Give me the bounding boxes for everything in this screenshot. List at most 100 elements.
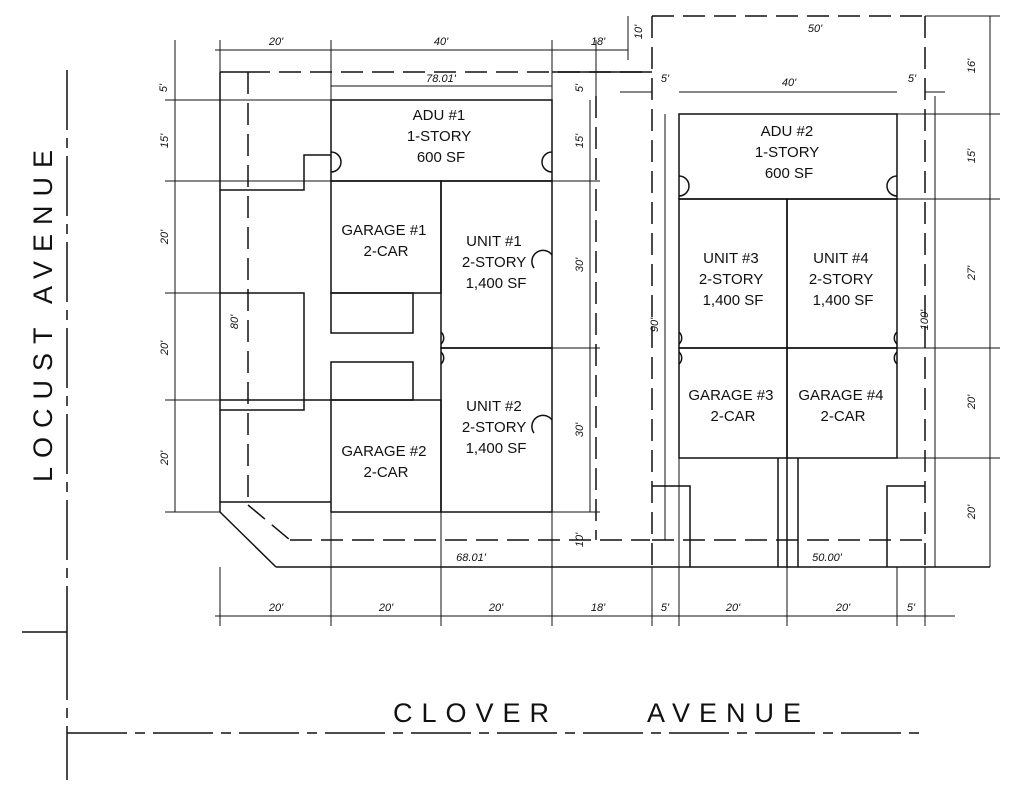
dim-top-10: 10': [633, 24, 645, 39]
adu2-line-3: 600 SF: [765, 165, 813, 182]
adu1-line-3: 600 SF: [417, 149, 465, 166]
dim-mid-15: 15': [574, 133, 586, 148]
unit4-line-1: UNIT #4: [813, 250, 869, 267]
garage4-label: GARAGE #4 2-CAR: [798, 387, 887, 425]
unit2-line-1: UNIT #2: [466, 398, 522, 415]
dim-bottom-5b: 5': [907, 602, 916, 614]
unit-entry-swing: [440, 331, 445, 365]
dim-right-16: 16': [966, 58, 978, 73]
garage3-line-2: 2-CAR: [710, 408, 755, 425]
adu2-line-2: 1-STORY: [755, 144, 819, 161]
adu1-label: ADU #1 1-STORY 600 SF: [407, 107, 475, 166]
unit4-label: UNIT #4 2-STORY 1,400 SF: [809, 250, 877, 309]
dim-lot1-width: 78.01': [426, 73, 457, 85]
dim-mid-30b: 30': [574, 422, 586, 437]
adu1-line-1: ADU #1: [413, 107, 466, 124]
dim-mid-5a: 5': [574, 83, 586, 92]
avenue-label: AVENUE: [647, 698, 810, 728]
dim-bottom-20d: 20': [725, 602, 741, 614]
unit2-line-3: 1,400 SF: [466, 440, 527, 457]
unit1-line-3: 1,400 SF: [466, 275, 527, 292]
adu1-door-swing-right: [541, 151, 553, 173]
dim-lot2-bottom: 50.00': [812, 552, 843, 564]
lot-2-buildings: [652, 113, 925, 567]
dim-top-50: 50': [808, 23, 823, 35]
dim-lot2-inner: 40': [782, 77, 797, 89]
locust-avenue-label: LOCUST AVENUE: [28, 141, 58, 482]
unit2-label: UNIT #2 2-STORY 1,400 SF: [462, 398, 530, 457]
curb-chamfer: [219, 511, 277, 568]
dim-right-20a: 20': [966, 394, 978, 410]
dim-top-40: 40': [434, 36, 449, 48]
dim-mid-10: 10': [574, 532, 586, 547]
lot-1-property-line: [247, 71, 650, 541]
unit4-line-2: 2-STORY: [809, 271, 873, 288]
garage2-stair: [330, 361, 414, 401]
dim-left-15: 15': [159, 133, 171, 148]
adu2-line-1: ADU #2: [761, 123, 814, 140]
dim-top-18: 18': [591, 36, 606, 48]
garage3-line-1: GARAGE #3: [688, 387, 773, 404]
unit3-door-swing: [678, 331, 683, 365]
dim-bottom-18: 18': [591, 602, 606, 614]
dim-bottom-20b: 20': [378, 602, 394, 614]
dim-right-27: 27': [966, 265, 978, 281]
dim-bottom-20a: 20': [268, 602, 284, 614]
unit3-line-1: UNIT #3: [703, 250, 759, 267]
dim-mid-30a: 30': [574, 257, 586, 272]
garage1-stair: [330, 292, 414, 334]
garage-walkway: [220, 154, 331, 411]
garage3-label: GARAGE #3 2-CAR: [688, 387, 777, 425]
unit2-outline: [440, 347, 553, 513]
garage2-line-1: GARAGE #2: [341, 443, 426, 460]
unit4-line-3: 1,400 SF: [813, 292, 874, 309]
dim-top-20: 20': [268, 36, 284, 48]
lot-1-buildings: [220, 99, 553, 513]
adu1-line-2: 1-STORY: [407, 128, 471, 145]
room-labels: ADU #1 1-STORY 600 SF GARAGE #1 2-CAR UN…: [341, 107, 887, 481]
unit1-door-swing: [531, 249, 553, 269]
garage1-line-1: GARAGE #1: [341, 222, 426, 239]
dim-bottom-20c: 20': [488, 602, 504, 614]
street-centerlines: [22, 70, 925, 780]
unit3-label: UNIT #3 2-STORY 1,400 SF: [699, 250, 767, 309]
unit2-line-2: 2-STORY: [462, 419, 526, 436]
unit1-line-2: 2-STORY: [462, 254, 526, 271]
dim-mid-5c: 5': [908, 73, 917, 85]
unit4-door-swing: [893, 331, 898, 365]
adu1-door-swing-left: [330, 151, 342, 173]
garage4-outline: [786, 347, 898, 459]
dim-bottom-5a: 5': [661, 602, 670, 614]
dimension-labels: 20' 40' 18' 10' 50' 16' 78.01' 40' 5' 5'…: [158, 23, 978, 614]
dim-mid-5b: 5': [661, 73, 670, 85]
dim-right-100: 100': [919, 309, 931, 330]
dim-right-20b: 20': [966, 504, 978, 520]
garage1-label: GARAGE #1 2-CAR: [341, 222, 430, 260]
unit1-line-1: UNIT #1: [466, 233, 522, 250]
clover-label: CLOVER: [393, 698, 558, 728]
unit3-line-3: 1,400 SF: [703, 292, 764, 309]
unit3-line-2: 2-STORY: [699, 271, 763, 288]
curb-line: [219, 71, 990, 568]
adu2-door-swing-right: [886, 175, 898, 197]
dim-right-15: 15': [966, 148, 978, 163]
dimension-lines: [165, 15, 1000, 626]
unit1-label: UNIT #1 2-STORY 1,400 SF: [462, 233, 530, 292]
garage4-line-2: 2-CAR: [820, 408, 865, 425]
garage4-line-1: GARAGE #4: [798, 387, 883, 404]
dim-left-20b: 20': [159, 340, 171, 356]
lot2-side-walks: [652, 458, 925, 567]
adu2-label: ADU #2 1-STORY 600 SF: [755, 123, 823, 182]
unit2-door-swing: [531, 414, 553, 434]
dim-left-80: 80': [229, 314, 241, 329]
dim-bottom-20e: 20': [835, 602, 851, 614]
lot-2-property-line: [651, 15, 926, 567]
dim-lot1-bottom: 68.01': [456, 552, 487, 564]
dim-left-5: 5': [158, 83, 170, 92]
adu2-door-swing-left: [678, 175, 690, 197]
garage2-line-2: 2-CAR: [363, 464, 408, 481]
dim-mid-90: 90': [649, 317, 661, 332]
lot1-chamfer: [247, 504, 291, 541]
garage2-label: GARAGE #2 2-CAR: [341, 443, 430, 481]
